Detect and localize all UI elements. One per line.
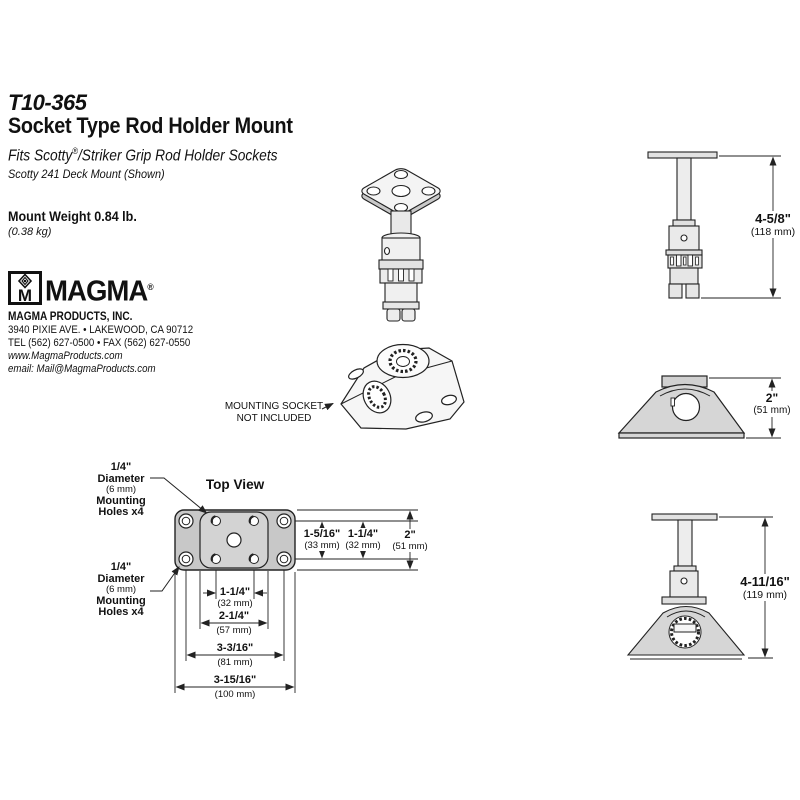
corner-mounting-holes	[178, 513, 292, 567]
company-website: www.MagmaProducts.com	[8, 350, 123, 362]
company-phone: TEL (562) 627-0500 • FAX (562) 627-0550	[8, 337, 191, 349]
dim-holes-vertical-inner: 1-5/16" (33 mm)	[301, 528, 343, 551]
dim-holes-horizontal-inner-mm: (32 mm)	[215, 598, 255, 609]
logo-m-letter: M	[18, 286, 32, 305]
company-address: 3940 PIXIE AVE. • LAKEWOOD, CA 90712	[8, 324, 194, 336]
plate-holes	[366, 169, 436, 213]
magma-logo-icon: M	[8, 271, 42, 305]
dim-assembled-height: 4-11/16" (119 mm)	[738, 574, 792, 601]
model-number: T10-365	[8, 90, 87, 115]
top-view-plate-drawing	[174, 509, 296, 571]
callout-mounting-holes-bottom: 1/4" Diameter (6 mm) Mounting Holes x4	[96, 561, 146, 619]
callout-top-leader	[150, 477, 208, 514]
side-view-assembled-drawing	[626, 513, 746, 660]
company-email: email: Mail@MagmaProducts.com	[8, 363, 156, 375]
side-view-mount-drawing	[647, 151, 718, 299]
company-name: MAGMA PRODUCTS, INC.	[8, 311, 133, 323]
shown-note: Scotty 241 Deck Mount (Shown)	[8, 169, 165, 181]
brand-registered-mark: ®	[147, 282, 153, 292]
dim-socket-height: 2" (51 mm)	[751, 391, 793, 417]
product-title: Socket Type Rod Holder Mount	[8, 113, 293, 138]
socket-pattern-holes	[210, 515, 259, 564]
dim-holes-vertical-corner: 1-1/4" (32 mm)	[343, 528, 383, 551]
isometric-socket-drawing	[340, 343, 465, 430]
isometric-mount-drawing	[359, 167, 444, 322]
note-socket-not-included: MOUNTING SOCKET NOT INCLUDED	[224, 401, 324, 424]
socket-note-leader	[321, 403, 334, 411]
dim-mount-height: 4-5/8" (118 mm)	[748, 211, 798, 238]
side-view-socket-drawing	[617, 375, 746, 439]
callout-bottom-leader	[150, 566, 180, 592]
dim-plate-depth: 2" (51 mm)	[390, 529, 430, 552]
callout-mounting-holes-top: 1/4" Diameter (6 mm) Mounting Holes x4	[96, 461, 146, 519]
registered-mark: ®	[72, 146, 78, 156]
brand-wordmark: MAGMA®	[45, 275, 154, 308]
mount-weight: Mount Weight 0.84 lb.	[8, 209, 137, 224]
dim-plate-width-mm: (100 mm)	[212, 689, 258, 700]
fits-line: Fits Scotty®/Striker Grip Rod Holder Soc…	[8, 146, 278, 165]
brand-logo: M MAGMA®	[8, 271, 158, 308]
dim-socket-pattern-width-mm: (57 mm)	[214, 625, 254, 636]
dim-holes-horizontal-inner-in: 1-1/4"	[217, 586, 253, 598]
mount-weight-metric: (0.38 kg)	[8, 226, 52, 238]
dim-holes-horizontal-corner-mm: (81 mm)	[215, 657, 255, 668]
dim-socket-pattern-width-in: 2-1/4"	[216, 610, 252, 622]
dim-holes-horizontal-corner-in: 3-3/16"	[214, 642, 256, 654]
company-info: MAGMA PRODUCTS, INC. 3940 PIXIE AVE. • L…	[8, 311, 193, 376]
top-view-title: Top View	[205, 476, 265, 492]
dim-plate-width-in: 3-15/16"	[211, 674, 259, 686]
